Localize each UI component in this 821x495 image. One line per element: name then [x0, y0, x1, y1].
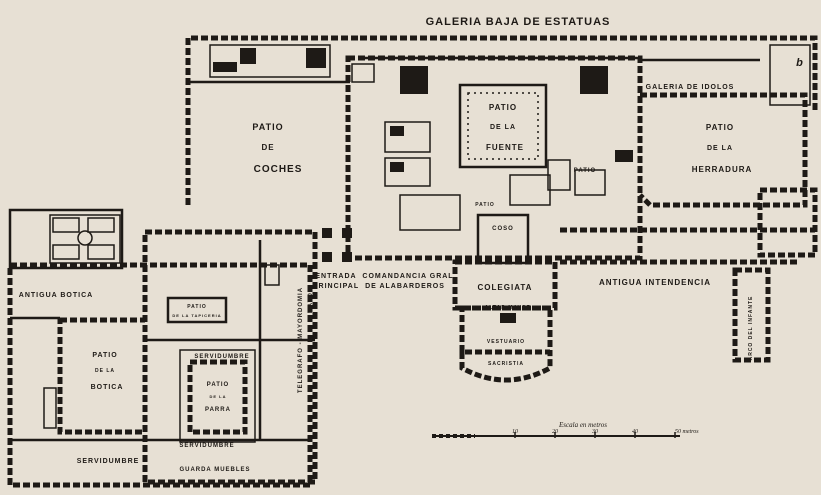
block-botica-complex [7, 262, 313, 488]
room-c10 [615, 150, 633, 162]
garden-bed-2 [87, 217, 115, 233]
garden-bed-1 [52, 217, 80, 233]
scale-tick-label: 30 [591, 429, 598, 435]
label-entrada-1: ENTRADA [315, 273, 356, 280]
label-comandancia-2: DE ALABARDEROS [365, 283, 445, 290]
court-tapiceria [166, 296, 228, 324]
garden-bed-3 [52, 244, 80, 260]
label-patio-botica-1: PATIO [92, 352, 117, 359]
label-patio-parra-3: PARRA [205, 407, 231, 413]
label-vestuario: VESTUARIO [487, 339, 525, 345]
label-patio-parra-2: DE LA [210, 394, 227, 399]
stair-2 [264, 264, 280, 286]
room-idolos-top [769, 44, 811, 106]
room-c7 [574, 169, 606, 196]
room-c8 [399, 194, 461, 231]
room-coso [476, 213, 530, 265]
wall-patio-coches [185, 35, 360, 205]
court-fuente [458, 83, 548, 169]
room-coches-top-b [240, 48, 256, 64]
scale-ticks: 10 20 30 40 50 metros [512, 428, 699, 438]
room-c3-fill [390, 126, 404, 136]
block-central [345, 55, 643, 261]
label-patio-botica-2: DE LA [95, 368, 115, 374]
labels: GALERIA BAJA DE ESTATUAS GALERIA DE IDOL… [19, 16, 804, 473]
label-servidumbre-mid: SERVIDUMBRE [179, 443, 234, 449]
label-coso: COSO [492, 226, 514, 232]
block-arco-infante [732, 267, 771, 363]
garden-bed-4 [87, 244, 115, 260]
scale-tick-label: 50 metros [675, 429, 699, 435]
block-colegiata-nave [459, 305, 553, 355]
garden-center [77, 230, 93, 246]
label-patio-small: PATIO [574, 168, 596, 174]
label-patio-tapiceria-2: DE LA TAPICERIA [172, 313, 221, 318]
wall-right-wing [640, 35, 818, 110]
scale-tick-label: 20 [552, 429, 558, 435]
label-patio-herradura-3: HERRADURA [692, 165, 753, 174]
court-botica [57, 317, 148, 435]
room-c5 [351, 63, 375, 83]
label-patio-coches-3: COCHES [254, 164, 303, 175]
scale-title: Escala en metros [558, 421, 607, 429]
stair-1 [43, 387, 57, 429]
room-c1 [400, 66, 428, 94]
label-altar-mayor: ALTAR MAYOR [485, 305, 532, 311]
label-maton: MATON [308, 287, 314, 313]
label-entrada-2: PRINCIPAL [313, 283, 359, 290]
entrance-pillars [322, 228, 352, 262]
scale-tick-label: 40 [632, 428, 638, 435]
room-c2 [580, 66, 608, 94]
label-servidumbre-bottom: SERVIDUMBRE [77, 458, 140, 465]
label-patio-fuente-2: DE LA [490, 124, 516, 131]
room-coches-top [209, 44, 331, 78]
court-parra-inner [179, 349, 256, 443]
label-colegiata: COLEGIATA [478, 283, 533, 292]
label-guarda-muebles: GUARDA MUEBLES [179, 467, 250, 473]
scale-bar: Escala en metros 10 20 30 40 50 metros [432, 421, 699, 438]
label-comandancia-1: COMANDANCIA GRAL [362, 273, 453, 280]
label-corner-mark: b [796, 57, 804, 69]
label-patio-coches-2: DE [261, 143, 274, 152]
apse-sacristia [459, 352, 553, 383]
label-patio-botica-3: BOTICA [91, 384, 124, 391]
label-patio-fuente-1: PATIO [489, 103, 517, 112]
room-c4-fill [390, 162, 404, 172]
room-c3 [384, 121, 431, 153]
label-patio-tapiceria-1: PATIO [187, 304, 207, 310]
label-antigua-botica: ANTIGUA BOTICA [19, 292, 93, 299]
label-galeria-baja: GALERIA BAJA DE ESTATUAS [426, 16, 611, 28]
room-coches-top-c [306, 48, 326, 68]
label-servidumbre-top: SERVIDUMBRE [194, 354, 249, 360]
block-garden [8, 208, 124, 270]
wall-herradura [638, 92, 808, 208]
label-arco-infante: ARCO DEL INFANTE [748, 296, 754, 361]
court-parra [187, 359, 248, 435]
label-galeria-idolos: GALERIA DE IDOLOS [646, 84, 735, 91]
court-fuente-inner [467, 92, 539, 160]
label-patio-fuente-3: FUENTE [486, 143, 524, 152]
altar-mayor-box [500, 313, 516, 323]
scale-tick-label: 10 [512, 429, 518, 435]
garden-parterre [49, 214, 121, 264]
label-telegrafo: TELEGRAFO - MAYORDOMIA [298, 287, 304, 393]
label-patio-mid: PATIO [475, 202, 495, 208]
label-patio-parra-1: PATIO [207, 382, 229, 388]
label-patio-coches-1: PATIO [252, 122, 283, 132]
room-c9 [509, 174, 551, 206]
label-antigua-intendencia: ANTIGUA INTENDENCIA [599, 278, 711, 287]
room-coches-top-a [213, 62, 237, 72]
label-sacristia: SACRISTIA [488, 361, 524, 367]
room-c4 [384, 157, 431, 187]
label-patio-herradura-1: PATIO [706, 123, 734, 132]
label-patio-herradura-2: DE LA [707, 145, 733, 152]
walls [7, 35, 818, 488]
